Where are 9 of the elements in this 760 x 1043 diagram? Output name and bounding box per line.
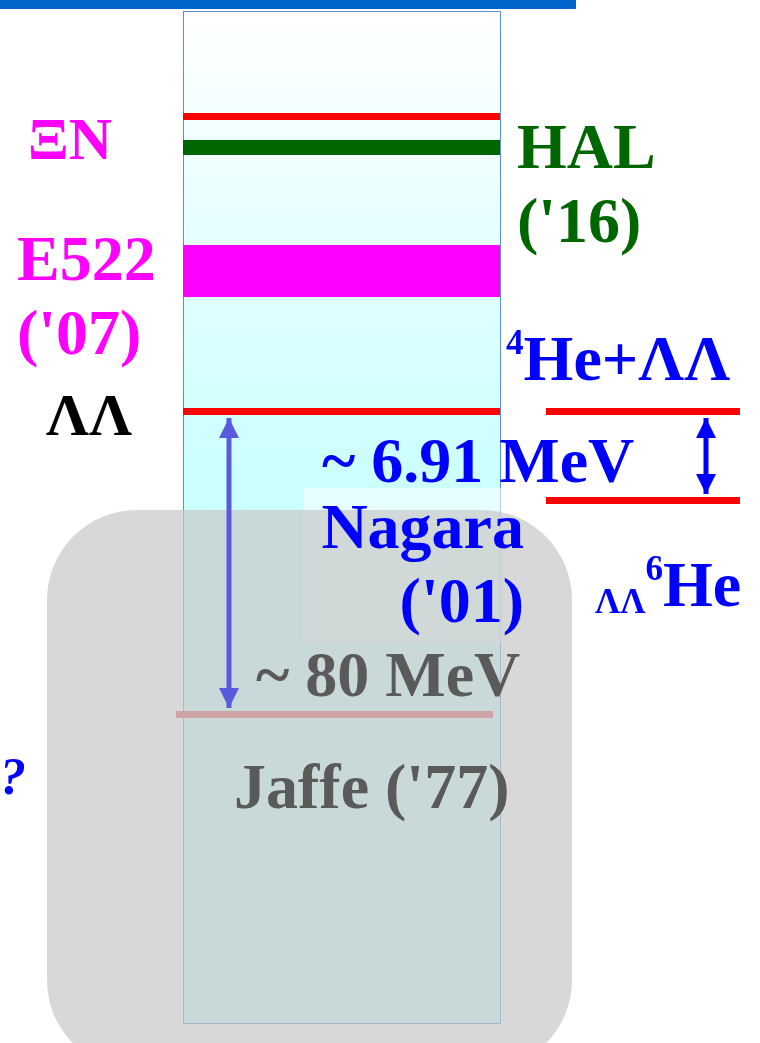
state-label: ΛΛ — [46, 381, 132, 450]
state-label: $^{4}$He+ΛΛ — [506, 322, 730, 396]
reference-label: HAL ('16) — [517, 110, 654, 258]
state-label: ΞN — [28, 105, 112, 174]
energy-label: ~ 80 MeV — [256, 638, 521, 712]
unknown-label: ? — [0, 747, 26, 807]
reference-label: E522 ('07) — [17, 222, 157, 370]
reference-label: Jaffe ('77) — [234, 750, 510, 824]
reference-label: Nagara ('01) — [320, 490, 524, 638]
